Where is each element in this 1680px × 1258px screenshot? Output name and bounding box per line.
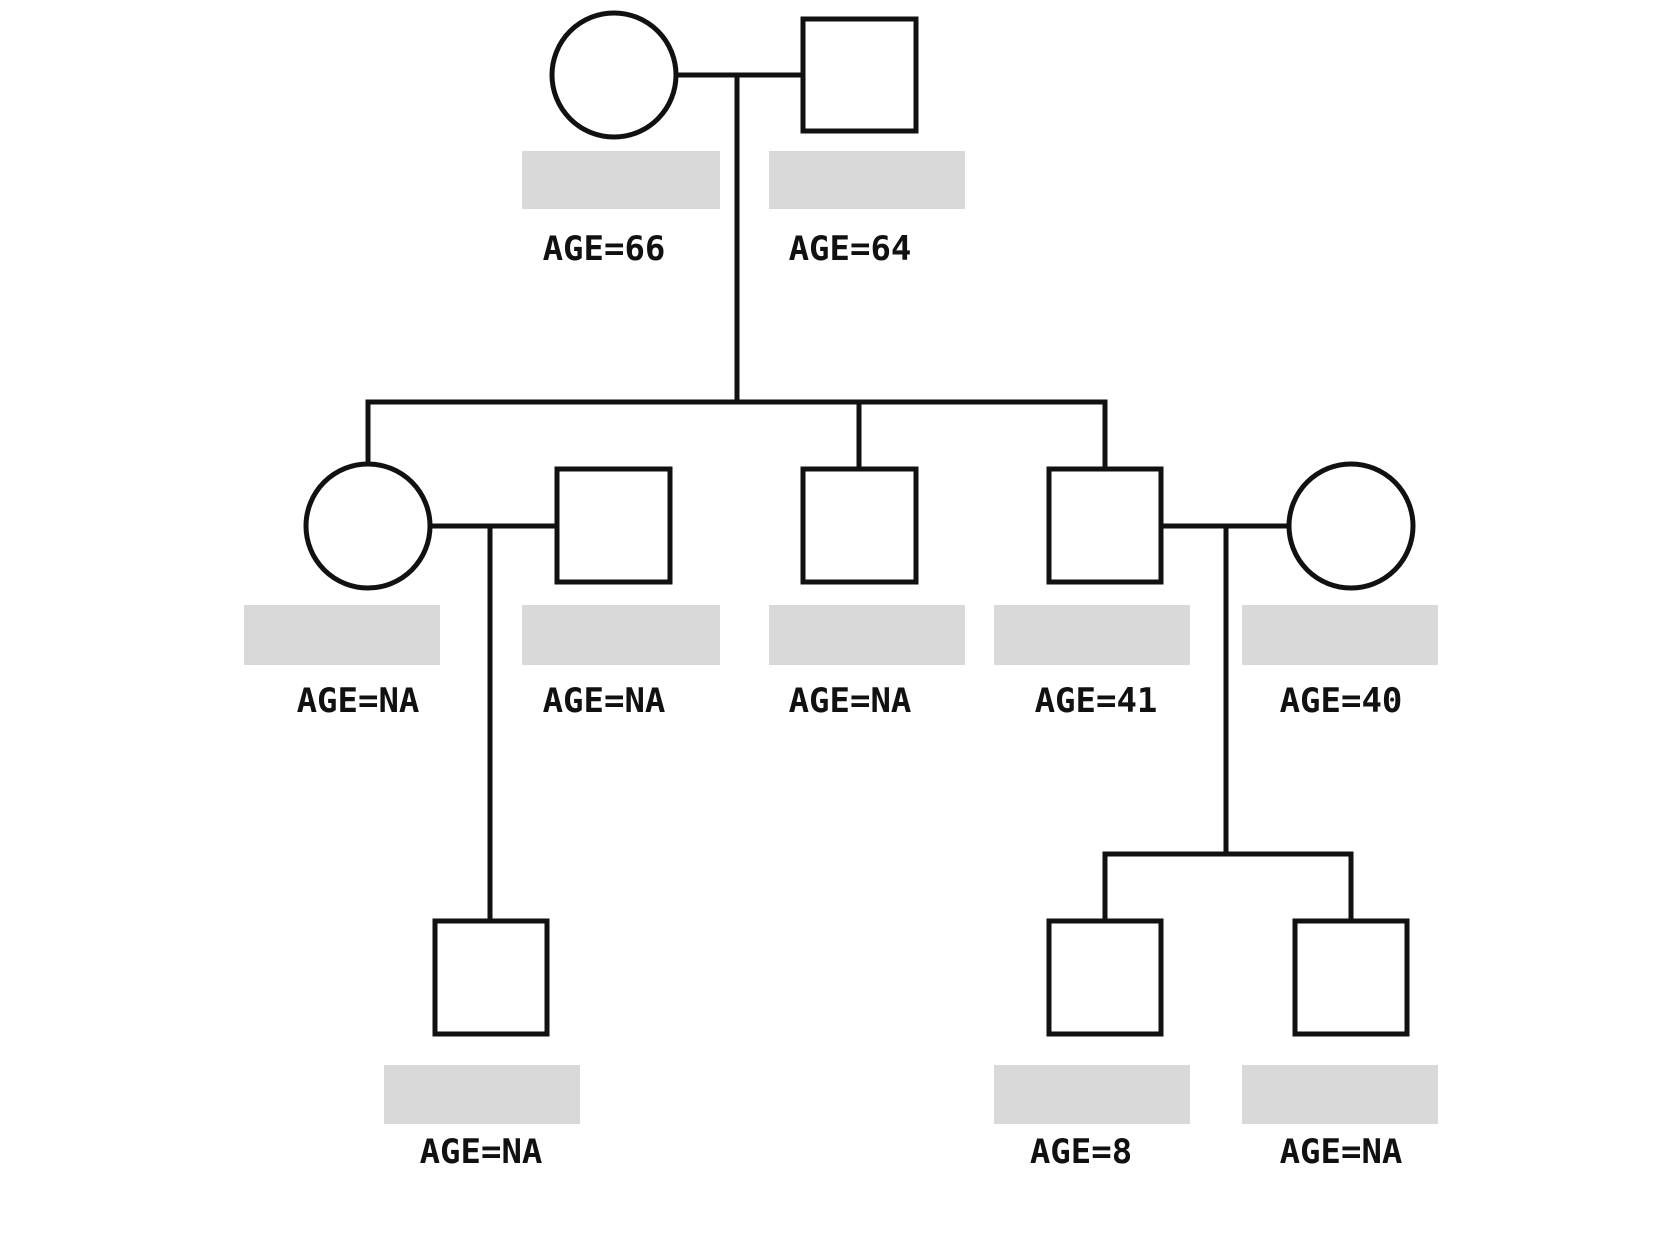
age-label: AGE=NA <box>420 1132 543 1172</box>
person-gen2-male-3: AGE=41 <box>994 466 1190 721</box>
redacted-name-bar <box>769 605 965 665</box>
male-symbol <box>1046 918 1164 1037</box>
person-gen3-male-2: AGE=8 <box>994 918 1190 1172</box>
redacted-name-bar <box>384 1065 580 1124</box>
person-gen2-male-2: AGE=NA <box>769 466 965 721</box>
male-symbol <box>1046 466 1164 585</box>
person-gen1-male: AGE=64 <box>769 16 965 269</box>
redacted-name-bar <box>994 605 1190 665</box>
female-symbol <box>549 10 679 140</box>
connector-lines <box>365 72 1354 924</box>
person-gen1-female: AGE=66 <box>522 10 720 269</box>
age-label: AGE=8 <box>1030 1132 1132 1172</box>
person-gen2-female-spouse: AGE=40 <box>1242 461 1438 721</box>
male-symbol <box>800 466 919 585</box>
male-symbol <box>800 16 919 134</box>
age-label: AGE=64 <box>789 229 912 269</box>
male-symbol <box>554 466 673 585</box>
person-gen2-male-spouse: AGE=NA <box>522 466 720 721</box>
female-symbol <box>303 461 433 591</box>
redacted-name-bar <box>244 605 440 665</box>
age-label: AGE=66 <box>543 229 666 269</box>
redacted-name-bar <box>1242 605 1438 665</box>
female-symbol <box>1286 461 1416 591</box>
age-label: AGE=NA <box>789 681 912 721</box>
person-gen3-male-3: AGE=NA <box>1242 918 1438 1172</box>
male-symbol <box>1292 918 1410 1037</box>
person-gen2-female-1: AGE=NA <box>244 461 440 721</box>
age-label: AGE=NA <box>297 681 420 721</box>
age-label: AGE=40 <box>1280 681 1403 721</box>
redacted-name-bar <box>769 151 965 209</box>
age-label: AGE=41 <box>1035 681 1158 721</box>
redacted-name-bar <box>994 1065 1190 1124</box>
age-label: AGE=NA <box>1280 1132 1403 1172</box>
male-symbol <box>432 918 550 1037</box>
person-gen3-male-1: AGE=NA <box>384 918 580 1172</box>
redacted-name-bar <box>522 151 720 209</box>
redacted-name-bar <box>1242 1065 1438 1124</box>
redacted-name-bar <box>522 605 720 665</box>
age-label: AGE=NA <box>543 681 666 721</box>
